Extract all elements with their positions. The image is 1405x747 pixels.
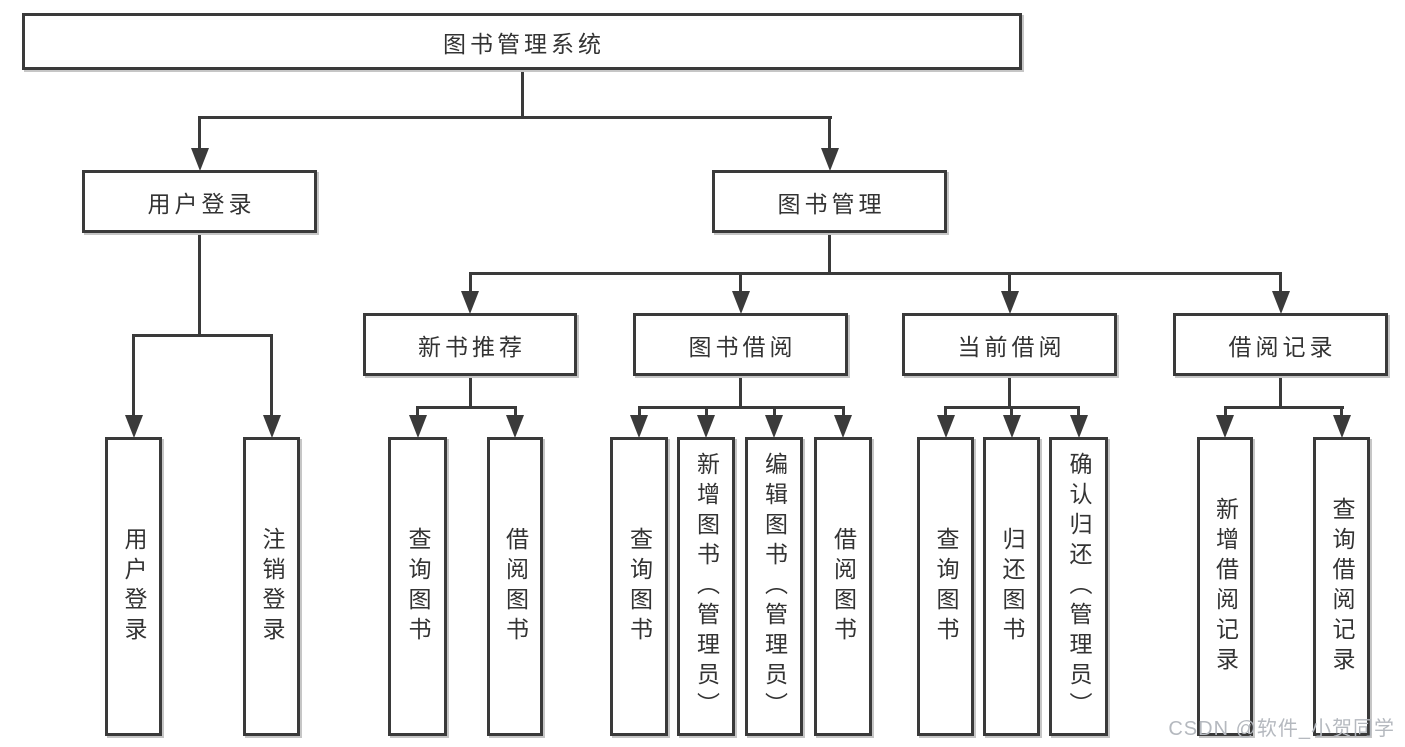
connector-drop-leaf-2 [416, 406, 419, 417]
connector-drop-current-borrow [1008, 272, 1011, 294]
connector-book-mgmt-stem [828, 233, 831, 275]
connector-user-login-stem [198, 233, 201, 337]
leaf-add-books-admin: 新增图书（管理员） [677, 437, 735, 736]
leaf-confirm-return-admin: 确认归还（管理员） [1049, 437, 1108, 736]
arrowhead-leaf-10 [1069, 415, 1088, 438]
leaf-add-borrow-record: 新增借阅记录 [1197, 437, 1253, 736]
connector-new-books-branch [416, 406, 516, 409]
connector-drop-leaf-4 [637, 406, 641, 417]
leaf-query-books-1: 查询图书 [388, 437, 447, 736]
arrowhead-leaf-5 [697, 415, 715, 438]
leaf-borrow-books-1: 借阅图书 [487, 437, 543, 736]
connector-drop-leaf-3 [513, 406, 517, 417]
connector-drop-leaf-9 [1010, 406, 1013, 417]
csdn-watermark: CSDN @软件_小贺同学 [1168, 718, 1395, 740]
connector-book-borrow-branch [637, 406, 845, 409]
arrowhead-new-books [461, 291, 479, 314]
arrowhead-current-borrow [1000, 291, 1019, 314]
leaf-logout: 注销登录 [243, 437, 300, 736]
arrowhead-leaf-2 [408, 415, 427, 438]
node-new-book-recommend: 新书推荐 [363, 313, 577, 376]
leaf-user-login: 用户登录 [105, 437, 162, 736]
arrowhead-leaf-4 [630, 415, 648, 438]
connector-drop-book-mgmt [828, 116, 831, 150]
node-current-borrow: 当前借阅 [902, 313, 1117, 376]
connector-new-books-stem [468, 376, 472, 409]
connector-drop-leaf-0 [132, 334, 135, 417]
connector-drop-book-borrow [739, 272, 742, 294]
connector-root-branch [198, 116, 832, 119]
connector-book-borrow-stem [739, 376, 742, 409]
connector-drop-leaf-6 [772, 406, 776, 417]
leaf-query-books-3: 查询图书 [917, 437, 974, 736]
arrowhead-user-login [190, 148, 209, 171]
leaf-return-books: 归还图书 [983, 437, 1040, 736]
connector-drop-user-login [198, 116, 201, 150]
connector-drop-leaf-7 [841, 406, 845, 417]
arrowhead-leaf-9 [1002, 415, 1021, 438]
arrowhead-leaf-7 [834, 415, 852, 438]
connector-drop-leaf-8 [944, 406, 947, 417]
connector-drop-leaf-5 [704, 406, 708, 417]
connector-root-stem [520, 70, 524, 119]
arrowhead-leaf-12 [1332, 415, 1351, 438]
connector-level3-branch [468, 272, 1282, 275]
leaf-borrow-books-2: 借阅图书 [814, 437, 872, 736]
node-book-management: 图书管理 [712, 170, 947, 233]
connector-drop-borrow-records [1279, 272, 1282, 294]
connector-current-borrow-stem [1008, 376, 1011, 409]
leaf-edit-books-admin: 编辑图书（管理员） [745, 437, 803, 736]
arrowhead-borrow-records [1271, 291, 1290, 314]
arrowhead-leaf-3 [506, 415, 524, 438]
connector-drop-leaf-11 [1223, 406, 1227, 417]
leaf-query-borrow-record: 查询借阅记录 [1313, 437, 1370, 736]
connector-drop-leaf-1 [270, 334, 273, 417]
arrowhead-leaf-0 [124, 415, 143, 438]
arrowhead-leaf-6 [765, 415, 783, 438]
node-borrow-records: 借阅记录 [1173, 313, 1388, 376]
node-user-login: 用户登录 [82, 170, 317, 233]
arrowhead-leaf-1 [262, 415, 281, 438]
leaf-query-books-2: 查询图书 [610, 437, 668, 736]
node-root: 图书管理系统 [22, 13, 1022, 70]
connector-drop-leaf-10 [1077, 406, 1080, 417]
arrowhead-book-borrow [731, 291, 750, 314]
arrowhead-leaf-8 [936, 415, 955, 438]
connector-drop-leaf-12 [1340, 406, 1343, 417]
node-book-borrow: 图书借阅 [633, 313, 848, 376]
arrowhead-book-mgmt [820, 148, 839, 171]
arrowhead-leaf-11 [1216, 415, 1234, 438]
connector-user-login-branch [132, 334, 273, 337]
connector-borrow-records-branch [1223, 406, 1344, 409]
connector-borrow-records-stem [1279, 376, 1282, 409]
connector-drop-new-books [468, 272, 472, 294]
